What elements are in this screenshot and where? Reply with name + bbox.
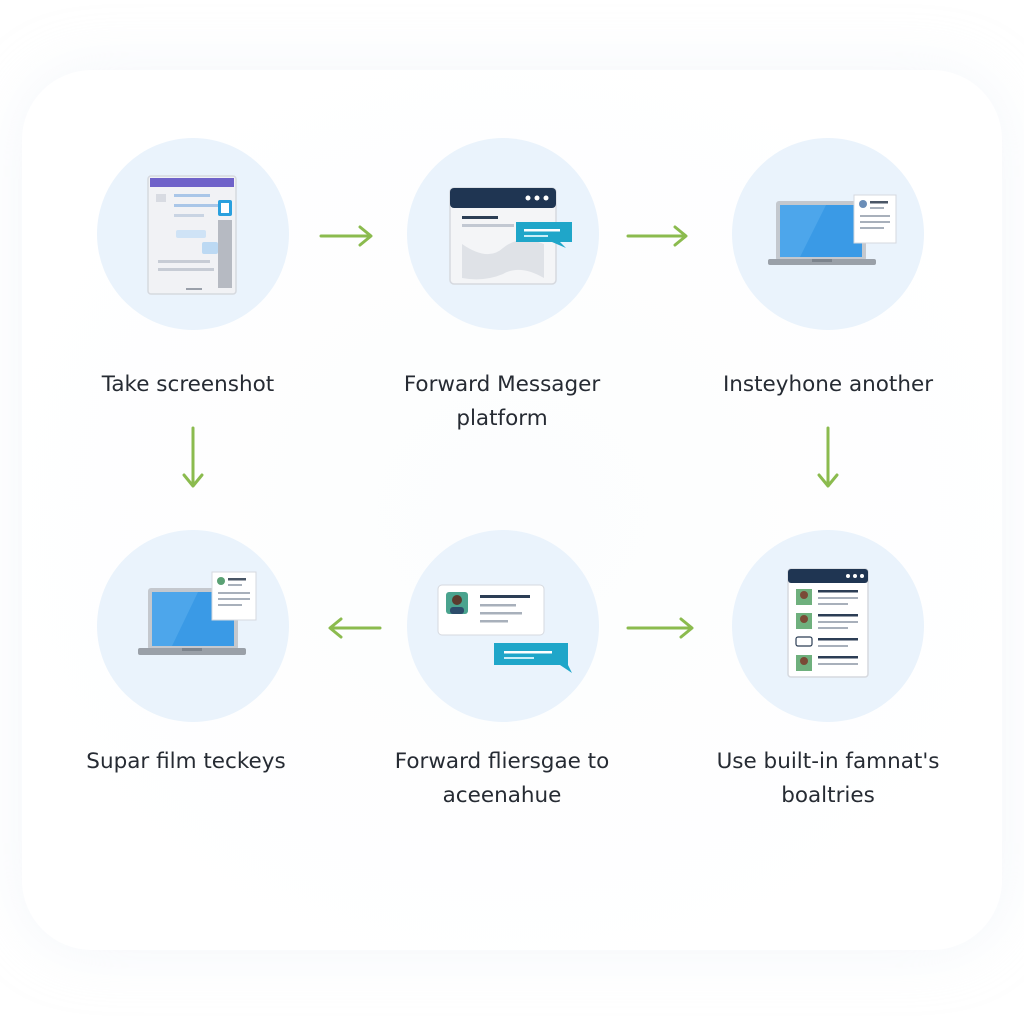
laptop-chat-icon xyxy=(768,194,897,265)
arrow-down-1 xyxy=(182,426,204,488)
arrow-right-1 xyxy=(319,225,373,247)
step-4-label: Supar film teckeys xyxy=(86,749,286,774)
arrow-left-1 xyxy=(328,617,382,639)
arrow-down-2 xyxy=(817,426,839,488)
step-2-label: Forward Messager platform xyxy=(403,372,601,431)
browser-message-icon xyxy=(449,187,572,285)
chat-conversation-icon xyxy=(437,584,572,673)
step-1-label: Take screenshot xyxy=(101,372,275,397)
step-3-label: Insteyhone another xyxy=(722,372,934,397)
arrow-right-3 xyxy=(626,617,694,639)
phone-screenshot-icon xyxy=(147,175,237,295)
arrow-right-2 xyxy=(626,225,688,247)
step-6-label: Use built-in famnat's boaltries xyxy=(716,749,940,808)
contact-list-window-icon xyxy=(787,568,869,678)
step-5-label: Forward fliersgae to aceenahue xyxy=(394,749,610,808)
laptop-chat-icon xyxy=(138,571,257,655)
